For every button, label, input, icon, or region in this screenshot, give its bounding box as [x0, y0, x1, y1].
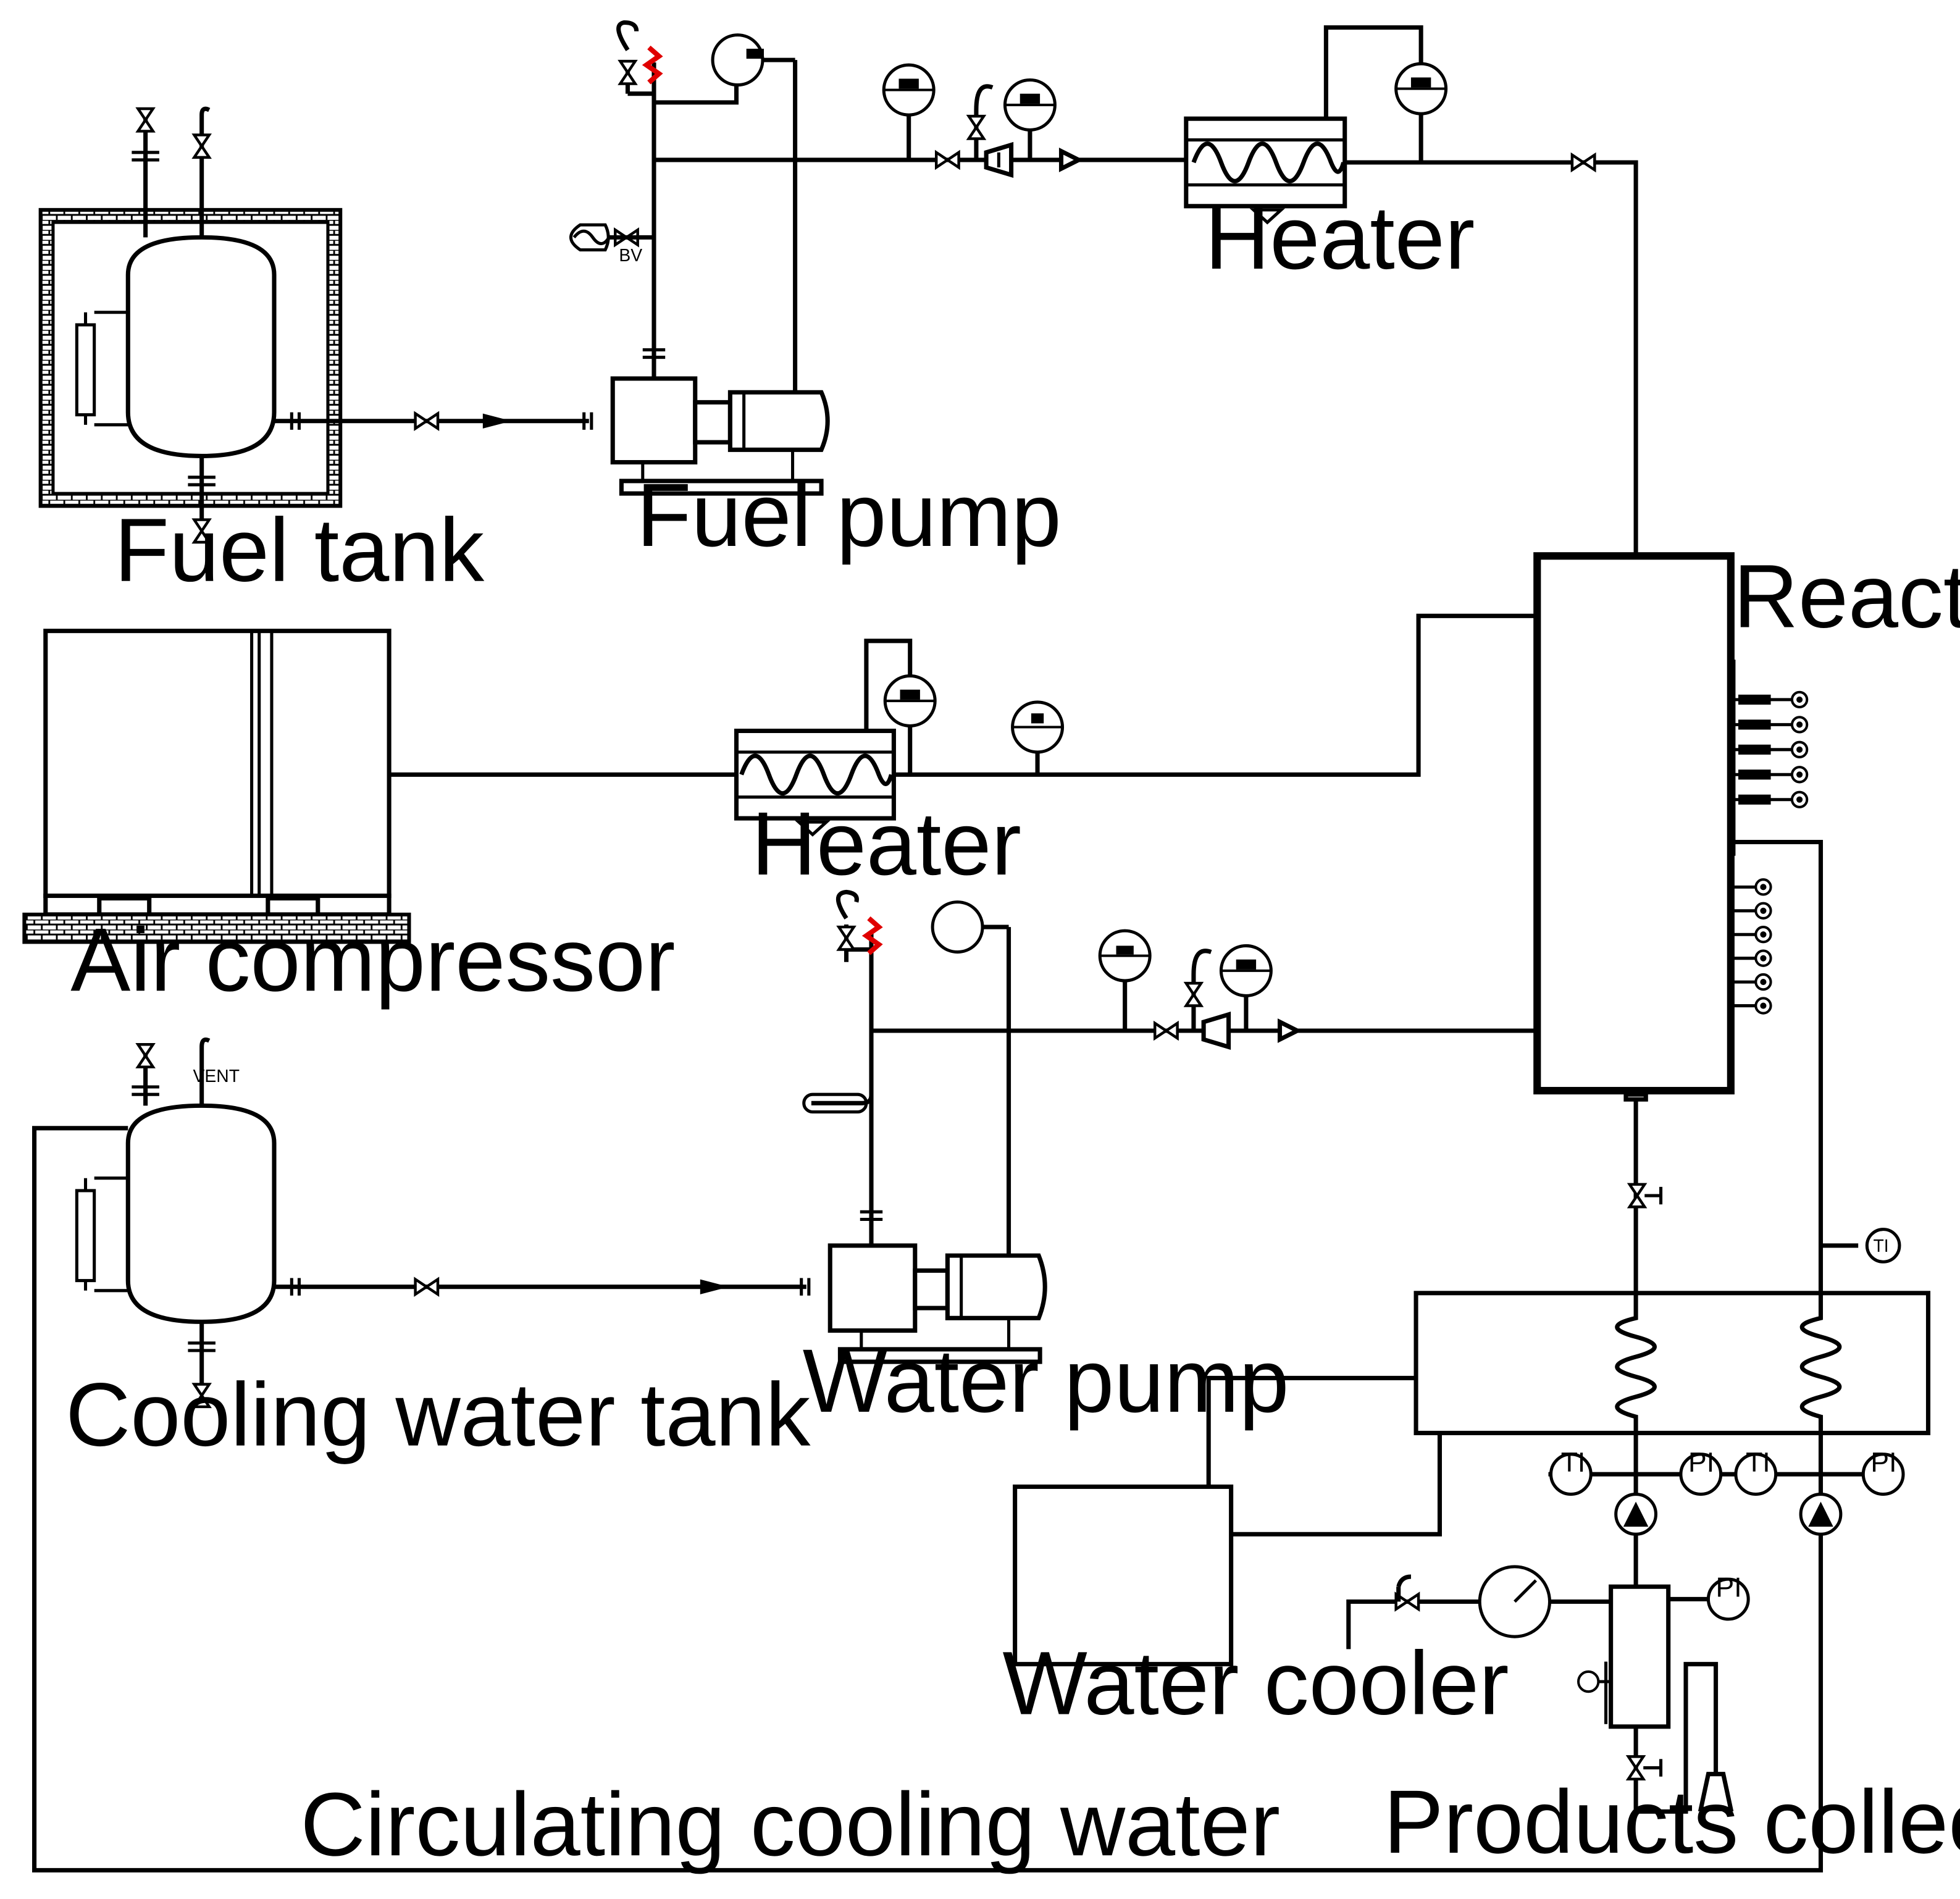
- water-feed-valve-icon[interactable]: [416, 1280, 438, 1294]
- water-cooler: [1013, 1484, 1234, 1667]
- svg-text:BV: BV: [619, 246, 642, 266]
- water-line-valve-icon[interactable]: [1155, 1023, 1177, 1038]
- svg-text:TI: TI: [1746, 1448, 1770, 1478]
- fuel-pump: [610, 60, 830, 496]
- fuel-heater: [1184, 25, 1446, 225]
- air-compressor-label: Air compressor: [70, 909, 675, 1010]
- reactor-label: Reactor: [1733, 546, 1960, 647]
- fuel-line-gauge-1-icon: [884, 65, 934, 160]
- outlet-2-temp-indicator: TI: [1734, 1448, 1778, 1496]
- water-cooler-label: Water cooler: [1002, 1633, 1509, 1733]
- svg-text:PI: PI: [1716, 1572, 1742, 1603]
- circulating-cooling-water-loop: [32, 1126, 1824, 1873]
- air-compressor: [22, 629, 411, 944]
- cooling-water-tank: VENT: [75, 1038, 277, 1407]
- reactor-vessel: [1533, 552, 1735, 1095]
- water-line-gauge-1-icon: [1098, 929, 1152, 983]
- circulating-cooling-water-label: Circulating cooling water: [300, 1774, 1280, 1874]
- fuel-tank-label: Fuel tank: [114, 500, 485, 600]
- products-collection: PI: [1346, 1534, 1750, 1814]
- fuel-pump-label: Fuel pump: [637, 464, 1062, 565]
- cooling-water-tank-label: Cooling water tank: [65, 1364, 811, 1465]
- reactor-bottom-valve-icon[interactable]: [1630, 1184, 1644, 1207]
- svg-text:VENT: VENT: [193, 1067, 240, 1086]
- svg-text:PI: PI: [1688, 1448, 1714, 1478]
- svg-text:TI: TI: [1561, 1448, 1586, 1478]
- water-pump: [827, 927, 1047, 1364]
- products-collection-label: Products collection: [1383, 1771, 1960, 1872]
- air-line-gauge-icon: [1011, 700, 1065, 754]
- svg-text:PI: PI: [1870, 1448, 1896, 1478]
- outlet-2-check-valve-icon[interactable]: [1799, 1493, 1843, 1536]
- fuel-line-valve-icon[interactable]: [936, 153, 958, 167]
- outlet-2-pressure-indicator: PI: [1861, 1448, 1905, 1496]
- outlet-1-pressure-indicator: PI: [1679, 1448, 1723, 1496]
- outlet-1-temp-indicator: TI: [1549, 1448, 1593, 1496]
- air-heater: [734, 639, 936, 837]
- reactor-inlet-valve-icon[interactable]: [1572, 155, 1594, 170]
- fuel-feed-valve-icon[interactable]: [416, 414, 438, 429]
- fuel-heater-label: Heater: [1205, 187, 1475, 288]
- outlet-1-check-valve-icon[interactable]: [1614, 1493, 1657, 1536]
- fuel-tank: [38, 106, 343, 542]
- fuel-pump-pressure-gauge-icon: [711, 33, 764, 87]
- reactor-thermocouples: [1730, 660, 1807, 1013]
- svg-text:TI: TI: [1873, 1236, 1888, 1256]
- air-heater-label: Heater: [752, 793, 1021, 894]
- fuel-bypass-valve-icon[interactable]: BV: [569, 223, 654, 266]
- cooling-bath: [1413, 1291, 1931, 1514]
- water-pump-label: Water pump: [803, 1330, 1289, 1431]
